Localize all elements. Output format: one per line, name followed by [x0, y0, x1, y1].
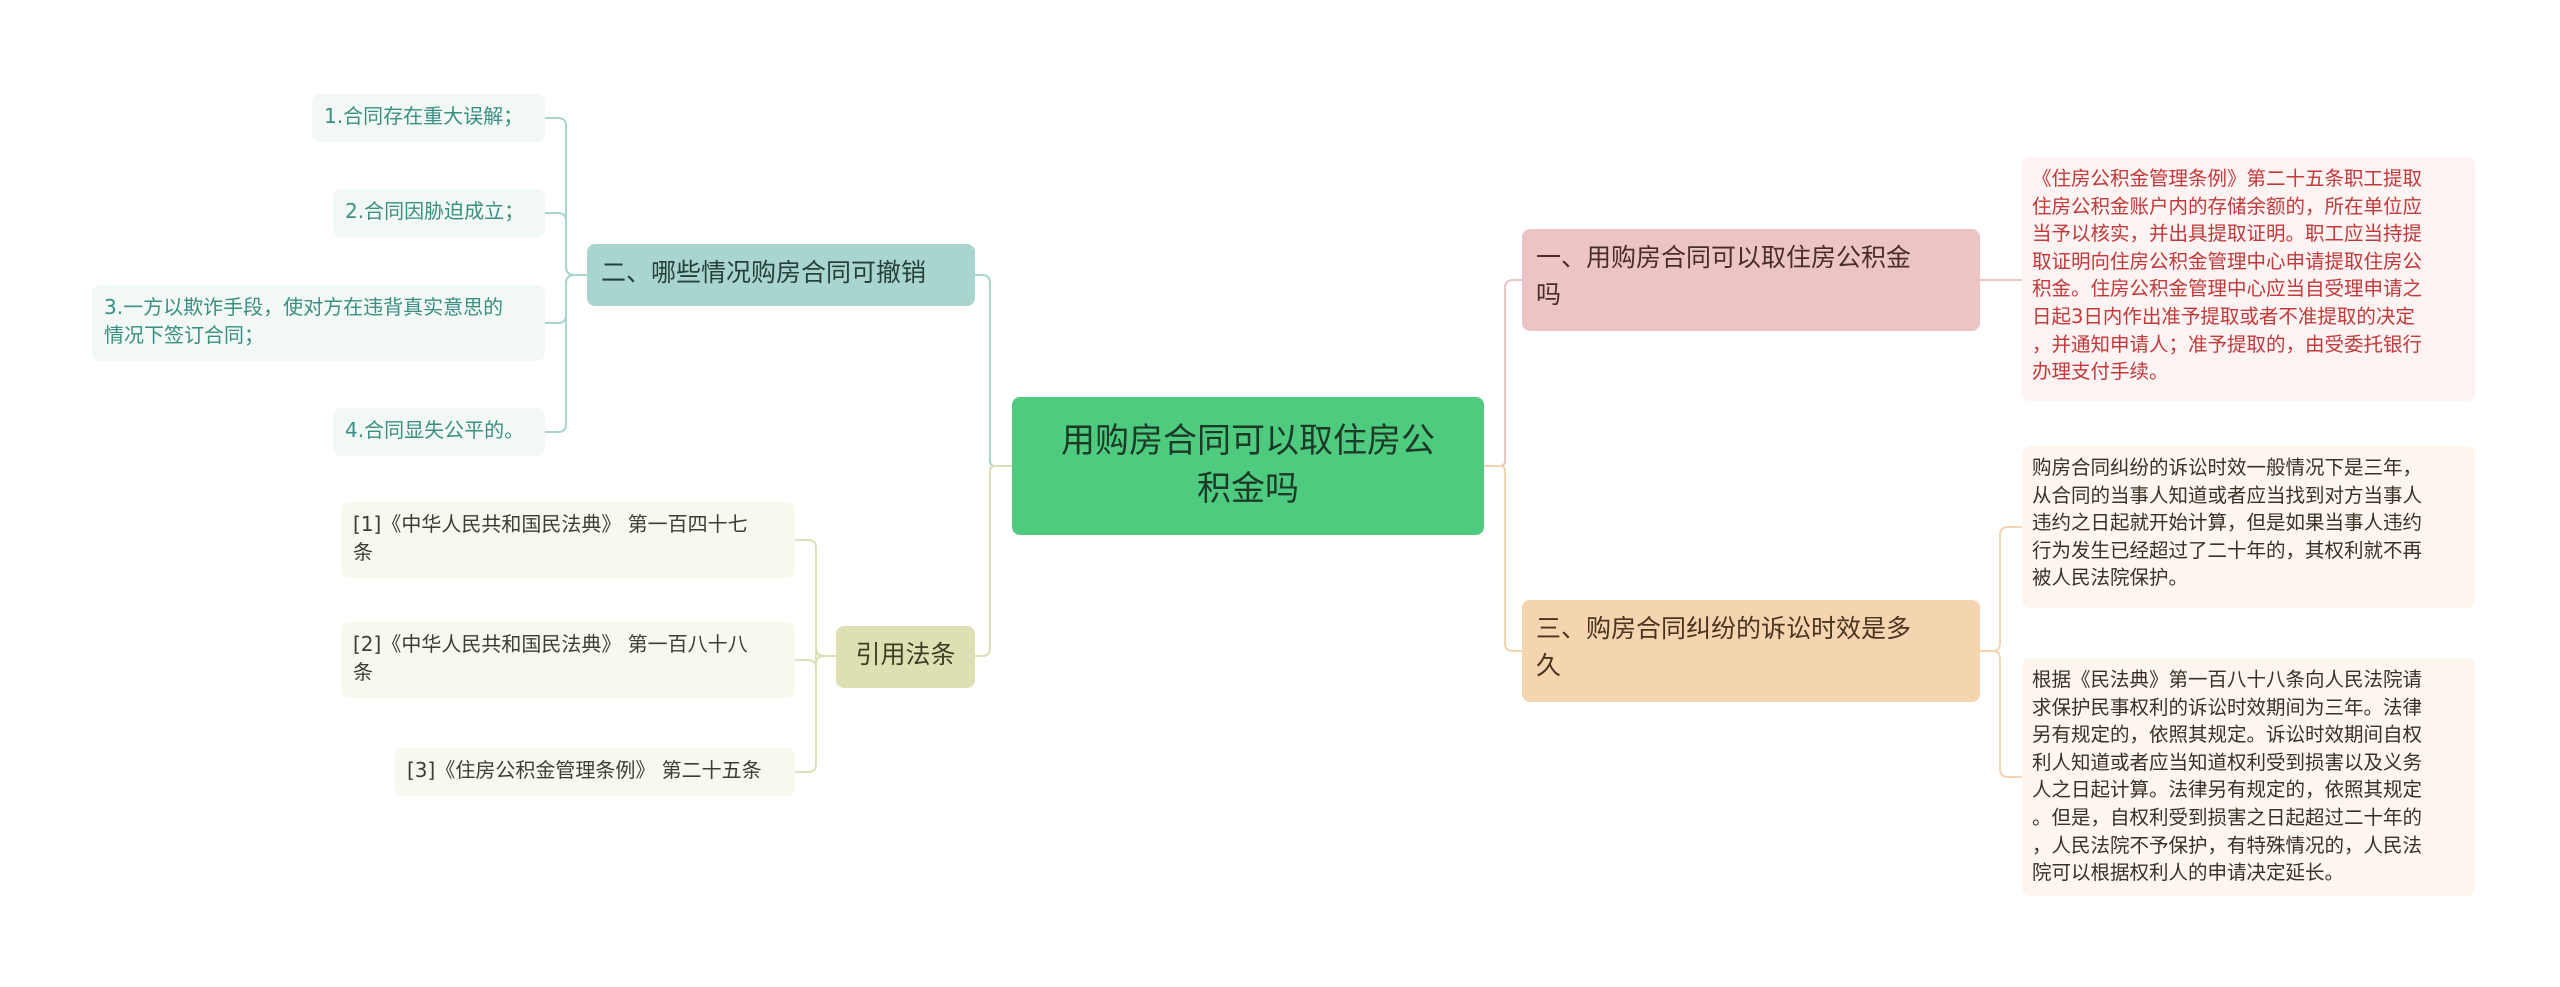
- central-topic[interactable]: 用购房合同可以取住房公 积金吗: [1012, 397, 1484, 535]
- edge-limitation-item-2: [1980, 650, 2022, 778]
- revocable-item-4[interactable]: 4.合同显失公平的。: [333, 408, 545, 456]
- law-item-1[interactable]: [1]《中华人民共和国民法典》 第一百四十七 条: [341, 502, 795, 578]
- branch-cited-laws[interactable]: 引用法条: [836, 626, 975, 688]
- edge-laws-item-3: [795, 655, 836, 773]
- edge-revocable-item-4: [545, 274, 587, 433]
- branch-withdraw-with-contract[interactable]: 一、用购房合同可以取住房公积金 吗: [1522, 229, 1980, 331]
- law-item-3[interactable]: [3]《住房公积金管理条例》 第二十五条: [395, 748, 795, 796]
- limitation-detail-2[interactable]: 根据《民法典》第一百八十八条向人民法院请 求保护民事权利的诉讼时效期间为三年。法…: [2022, 658, 2475, 896]
- revocable-item-1[interactable]: 1.合同存在重大误解；: [312, 94, 545, 142]
- law-item-2[interactable]: [2]《中华人民共和国民法典》 第一百八十八 条: [341, 622, 795, 698]
- branch-revocable-situations[interactable]: 二、哪些情况购房合同可撤销: [587, 244, 975, 306]
- revocable-item-3[interactable]: 3.一方以欺诈手段，使对方在违背真实意思的 情况下签订合同；: [92, 285, 545, 361]
- edge-limitation-item-1: [1980, 526, 2022, 652]
- edge-revocable-item-2: [545, 212, 587, 276]
- branch-limitation-period[interactable]: 三、购房合同纠纷的诉讼时效是多 久: [1522, 600, 1980, 702]
- edge-center-branch-laws: [975, 465, 1012, 657]
- edge-center-branch-limitation: [1484, 465, 1522, 652]
- revocable-item-2[interactable]: 2.合同因胁迫成立；: [333, 189, 545, 237]
- withdraw-detail[interactable]: 《住房公积金管理条例》第二十五条职工提取 住房公积金账户内的存储余额的，所在单位…: [2022, 157, 2475, 401]
- edge-laws-item-1: [795, 539, 836, 657]
- limitation-detail-1[interactable]: 购房合同纠纷的诉讼时效一般情况下是三年， 从合同的当事人知道或者应当找到对方当事…: [2022, 446, 2475, 608]
- edge-center-branch-withdraw: [1484, 279, 1522, 467]
- edge-center-branch-revocable: [975, 274, 1012, 467]
